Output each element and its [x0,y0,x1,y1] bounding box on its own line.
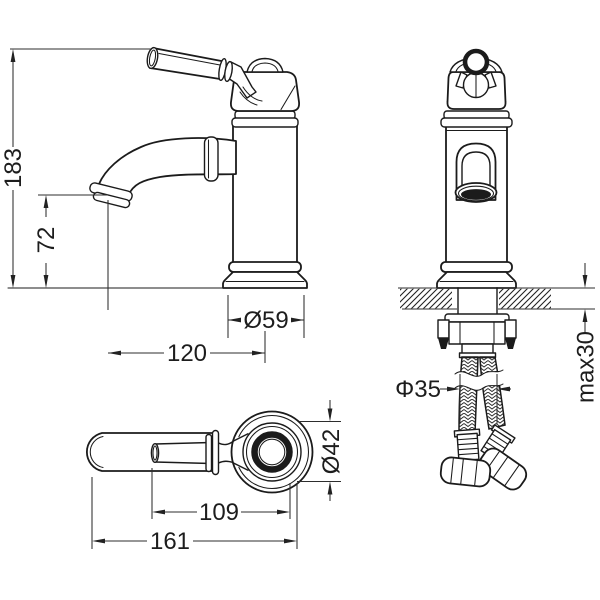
dimension-overall-height: 183 [0,48,151,288]
dimension-base-diameter: Ø59 [227,295,305,338]
dimension-spout-reach: 120 [108,331,266,367]
dimension-handle-length: 109 [151,468,291,526]
dome-cap-side [246,57,284,73]
cap-diameter-label: Ø42 [318,429,345,474]
shank-diameter-label: Φ35 [395,376,441,403]
hose-nut-left [439,456,492,488]
spout-mouth [461,189,491,200]
lever-rod-top [154,441,212,465]
side-view-faucet [7,46,308,289]
washer [444,313,510,323]
base-ring-side [228,261,302,273]
faucet-body-side [232,124,298,266]
base-flange-front [436,271,517,289]
dimension-spout-height: 72 [33,194,109,310]
base-diameter-label: Ø59 [243,307,288,334]
overall-length-label: 161 [150,528,190,555]
dimension-shank-diameter: Φ35 [395,374,511,424]
base-ring-front [440,261,513,273]
overall-height-label: 183 [0,148,27,188]
spout-reach-label: 120 [167,340,207,367]
dimension-cap-diameter: Ø42 [297,400,345,501]
handle-hub-top [251,431,293,473]
mounting-nut [448,321,506,345]
handle-length-label: 109 [199,499,239,526]
base-flange-side [222,271,308,289]
spout-height-label: 72 [33,227,60,254]
handle-end-ring-front [462,48,490,76]
hose-break-symbol [454,369,504,377]
dimension-overall-length: 161 [91,477,298,555]
mounting-assembly [437,287,517,359]
hose-left [458,356,479,434]
hose-right [479,356,506,430]
counter-hatch-left [400,288,452,309]
supply-hoses [439,356,528,491]
top-view-faucet [86,410,314,494]
spout-collar-ring [203,136,219,182]
counter-thickness-label: max30 [573,331,600,403]
dimension-counter-thickness: max30 [573,263,600,403]
counter-hatch-right [499,288,551,309]
front-view-faucet [436,48,517,289]
